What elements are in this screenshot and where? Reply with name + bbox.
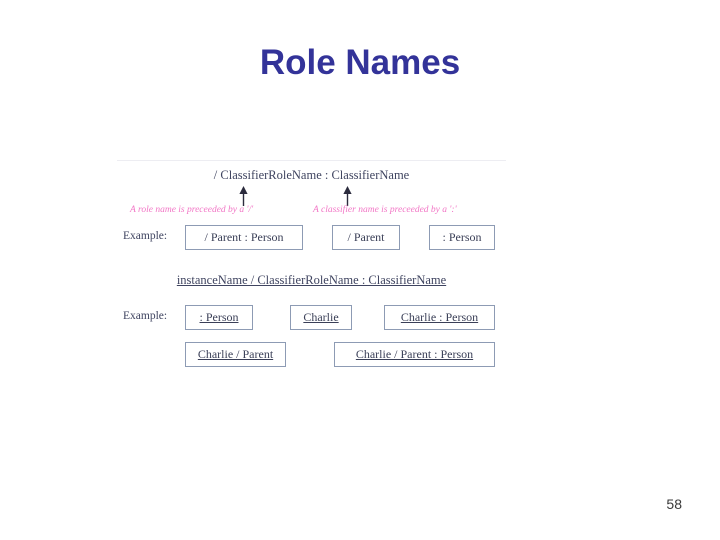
example-box-charlie-parent-person: Charlie / Parent : Person [334, 342, 495, 367]
example-box-role-and-classifier: / Parent : Person [185, 225, 303, 250]
example-box-role-only: / Parent [332, 225, 400, 250]
page-title: Role Names [259, 43, 461, 82]
annotation-classifier-name: A classifier name is preceeded by a ':' [313, 205, 457, 215]
role-names-diagram: / ClassifierRoleName : ClassifierName A … [117, 160, 506, 375]
example-box-person: : Person [185, 305, 253, 330]
diagram-top-divider [117, 160, 506, 161]
example-box-charlie-person: Charlie : Person [384, 305, 495, 330]
bottom-formula-text: instanceName / ClassifierRoleName : Clas… [176, 273, 447, 287]
arrow-up-icon-classifier-name [343, 186, 352, 206]
example-box-charlie: Charlie [290, 305, 352, 330]
page-number: 58 [666, 496, 682, 512]
example-box-charlie-parent: Charlie / Parent [185, 342, 286, 367]
top-formula-text: / ClassifierRoleName : ClassifierName [213, 168, 410, 182]
arrow-up-icon-role-name [239, 186, 248, 206]
example-box-classifier-only: : Person [429, 225, 495, 250]
example-label-top: Example: [123, 230, 168, 242]
example-label-bottom: Example: [123, 310, 168, 322]
annotation-role-name: A role name is preceeded by a '/' [130, 205, 254, 215]
